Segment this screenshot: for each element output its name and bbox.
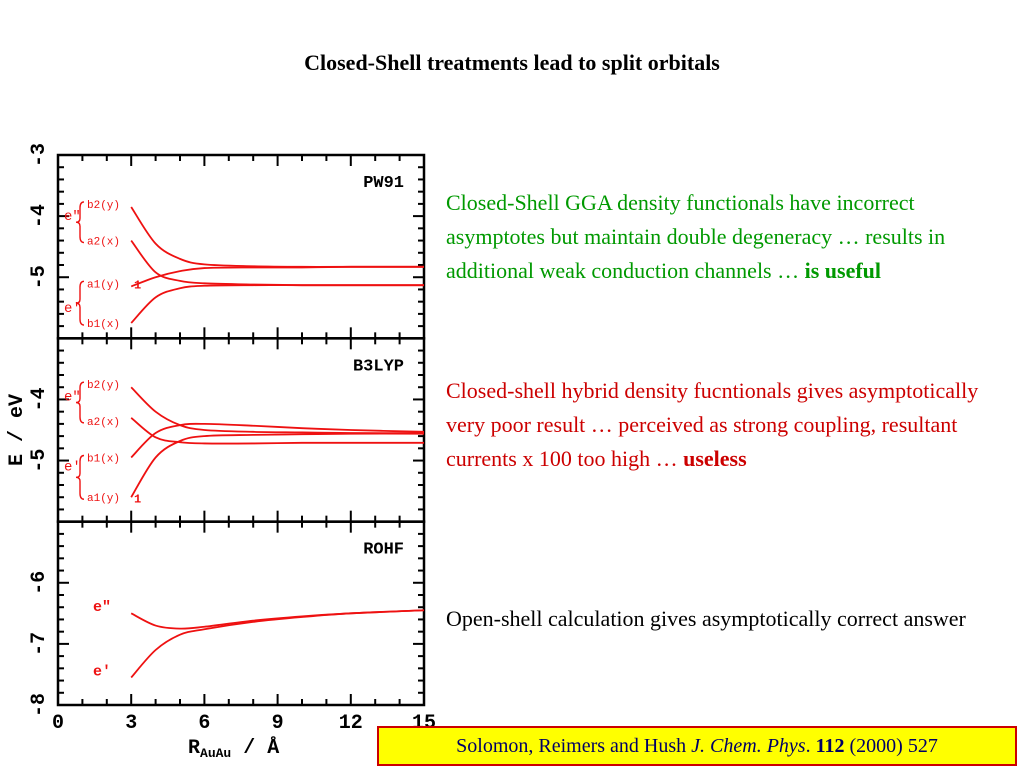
panel-name: ROHF [363,541,404,560]
x-axis-label-subscript: AuAu [200,746,231,761]
x-tick-label: 0 [52,712,64,735]
paragraph-gga: Closed-Shell GGA density functionals hav… [446,186,1006,288]
series-line [130,609,425,679]
orbital-label: e″ [64,389,81,405]
orbital-label: a2(x) [87,417,120,429]
y-tick-label: -7 [28,632,51,656]
paragraph-open-shell-text: Open-shell calculation gives asymptotica… [446,606,966,631]
series-line [130,265,425,288]
y-tick-label: -4 [28,204,51,228]
series-line [130,206,424,268]
orbital-label: b1(x) [87,319,120,331]
x-axis-label-main: R [188,737,200,760]
y-tick-label: -4 [28,387,51,411]
panel-name: PW91 [363,174,404,193]
citation-rest: (2000) 527 [844,735,938,757]
orbital-label: a1(y) [87,279,120,291]
orbital-label: e″ [64,209,81,225]
paragraph-hybrid-emphasis: useless [683,446,747,471]
slide-title: Closed-Shell treatments lead to split or… [304,50,720,75]
series-line [130,422,425,459]
orbital-label: b1(x) [87,454,120,466]
y-tick-label: -3 [28,143,51,167]
y-axis-label: E / eV [6,394,29,466]
orbital-label: a1(y) [87,493,120,505]
orbital-label: e′ [64,301,81,317]
orbital-brace [75,280,85,326]
x-tick-label: 12 [339,712,363,735]
x-axis-label: RAuAu / Å [188,735,279,761]
series-line [130,240,424,287]
x-axis-label-unit: / Å [231,735,279,760]
series-line [130,284,424,324]
paragraph-gga-text: Closed-Shell GGA density functionals hav… [446,190,946,283]
orbital-label: e′ [64,460,81,476]
x-tick-label: 6 [198,712,210,735]
y-tick-label: -8 [28,693,51,717]
y-tick-label: -5 [28,449,51,473]
x-tick-label: 3 [125,712,137,735]
paragraph-open-shell: Open-shell calculation gives asymptotica… [446,602,1006,636]
orbital-label: b2(y) [87,200,120,212]
orbital-brace [75,454,85,500]
paragraph-hybrid: Closed-shell hybrid density fucntionals … [446,374,1006,476]
orbital-label: e′ [93,663,111,680]
orbital-label: 1 [134,279,141,293]
citation-authors: Solomon, Reimers and Hush [456,735,692,757]
paragraph-hybrid-text: Closed-shell hybrid density fucntionals … [446,378,979,471]
citation-dot: . [805,735,816,757]
orbital-energy-chart: -5-4-3PW91e″b2(y)a2(x)e′a1(y)b1(x)1-5-4B… [6,143,436,761]
series-line [130,432,425,498]
series-line [130,417,424,445]
orbital-brace [75,201,85,244]
panel-frame [56,520,426,707]
y-tick-label: -6 [28,571,51,595]
paragraph-gga-emphasis: is useful [804,258,882,283]
panel-name: B3LYP [353,357,404,376]
orbital-brace [75,381,85,424]
x-tick-label: 9 [272,712,284,735]
orbital-label: a2(x) [87,237,120,249]
citation-box: Solomon, Reimers and Hush J. Chem. Phys.… [377,726,1017,766]
y-tick-label: -5 [28,265,51,289]
orbital-label: b2(y) [87,380,120,392]
orbital-label: 1 [134,492,141,506]
citation-volume: 112 [815,735,845,757]
citation-journal: J. Chem. Phys [691,735,806,757]
orbital-label: e″ [93,599,111,616]
